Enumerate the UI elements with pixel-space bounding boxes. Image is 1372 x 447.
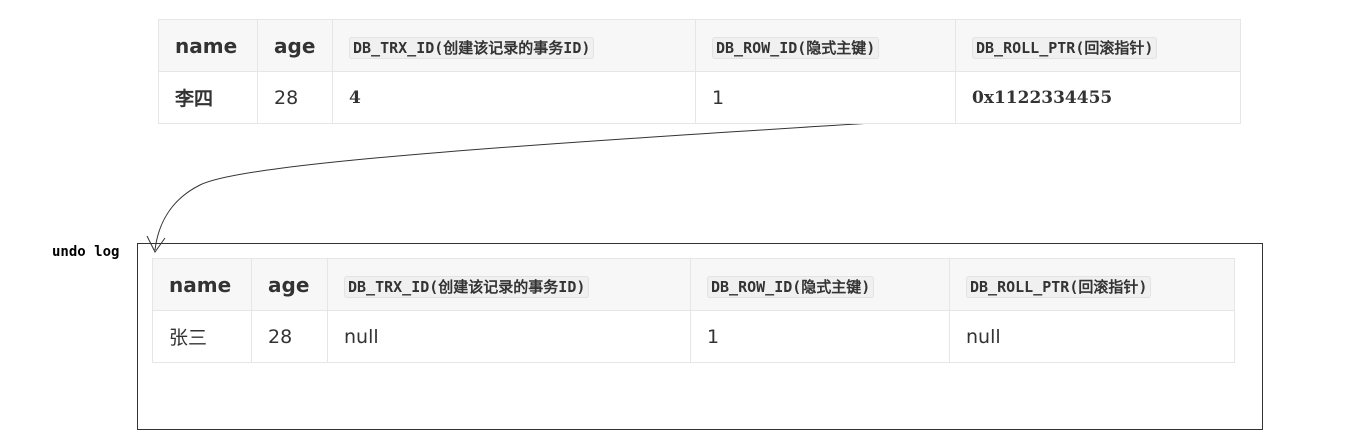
cell-name: 李四 <box>158 71 258 124</box>
col-header-trx-id: DB_TRX_ID(创建该记录的事务ID) <box>332 19 696 72</box>
cell-trx-id: null <box>327 310 691 363</box>
table-header-row: name age DB_TRX_ID(创建该记录的事务ID) DB_ROW_ID… <box>152 258 1235 311</box>
cell-age: 28 <box>257 71 333 124</box>
roll-ptr-code: DB_ROLL_PTR(回滚指针) <box>966 275 1152 298</box>
col-header-roll-ptr: DB_ROLL_PTR(回滚指针) <box>955 19 1241 72</box>
col-header-name: name <box>158 19 258 72</box>
col-header-roll-ptr: DB_ROLL_PTR(回滚指针) <box>949 258 1235 311</box>
col-header-row-id: DB_ROW_ID(隐式主键) <box>695 19 956 72</box>
undo-log-table: name age DB_TRX_ID(创建该记录的事务ID) DB_ROW_ID… <box>152 258 1235 363</box>
cell-row-id: 1 <box>695 71 956 124</box>
row-id-code: DB_ROW_ID(隐式主键) <box>712 36 880 59</box>
cell-name: 张三 <box>152 310 252 363</box>
col-header-name: name <box>152 258 252 311</box>
roll-pointer-curve <box>154 111 1051 251</box>
table-header-row: name age DB_TRX_ID(创建该记录的事务ID) DB_ROW_ID… <box>158 19 1241 72</box>
arrow-head-icon <box>146 235 166 253</box>
trx-id-code: DB_TRX_ID(创建该记录的事务ID) <box>344 275 590 298</box>
row-id-code: DB_ROW_ID(隐式主键) <box>707 275 875 298</box>
undo-log-label: undo log <box>52 244 120 260</box>
current-record-table: name age DB_TRX_ID(创建该记录的事务ID) DB_ROW_ID… <box>158 19 1241 124</box>
col-header-trx-id: DB_TRX_ID(创建该记录的事务ID) <box>327 258 691 311</box>
col-header-age: age <box>251 258 328 311</box>
col-header-row-id: DB_ROW_ID(隐式主键) <box>690 258 950 311</box>
cell-roll-ptr: 0x1122334455 <box>955 71 1241 124</box>
undo-log-box <box>137 243 1263 430</box>
col-header-age: age <box>257 19 333 72</box>
cell-row-id: 1 <box>690 310 950 363</box>
cell-roll-ptr: null <box>949 310 1235 363</box>
table-row: 李四 28 4 1 0x1122334455 <box>158 71 1241 124</box>
cell-age: 28 <box>251 310 328 363</box>
cell-trx-id: 4 <box>332 71 696 124</box>
table-row: 张三 28 null 1 null <box>152 310 1235 363</box>
roll-ptr-code: DB_ROLL_PTR(回滚指针) <box>972 36 1158 59</box>
trx-id-code: DB_TRX_ID(创建该记录的事务ID) <box>349 36 595 59</box>
